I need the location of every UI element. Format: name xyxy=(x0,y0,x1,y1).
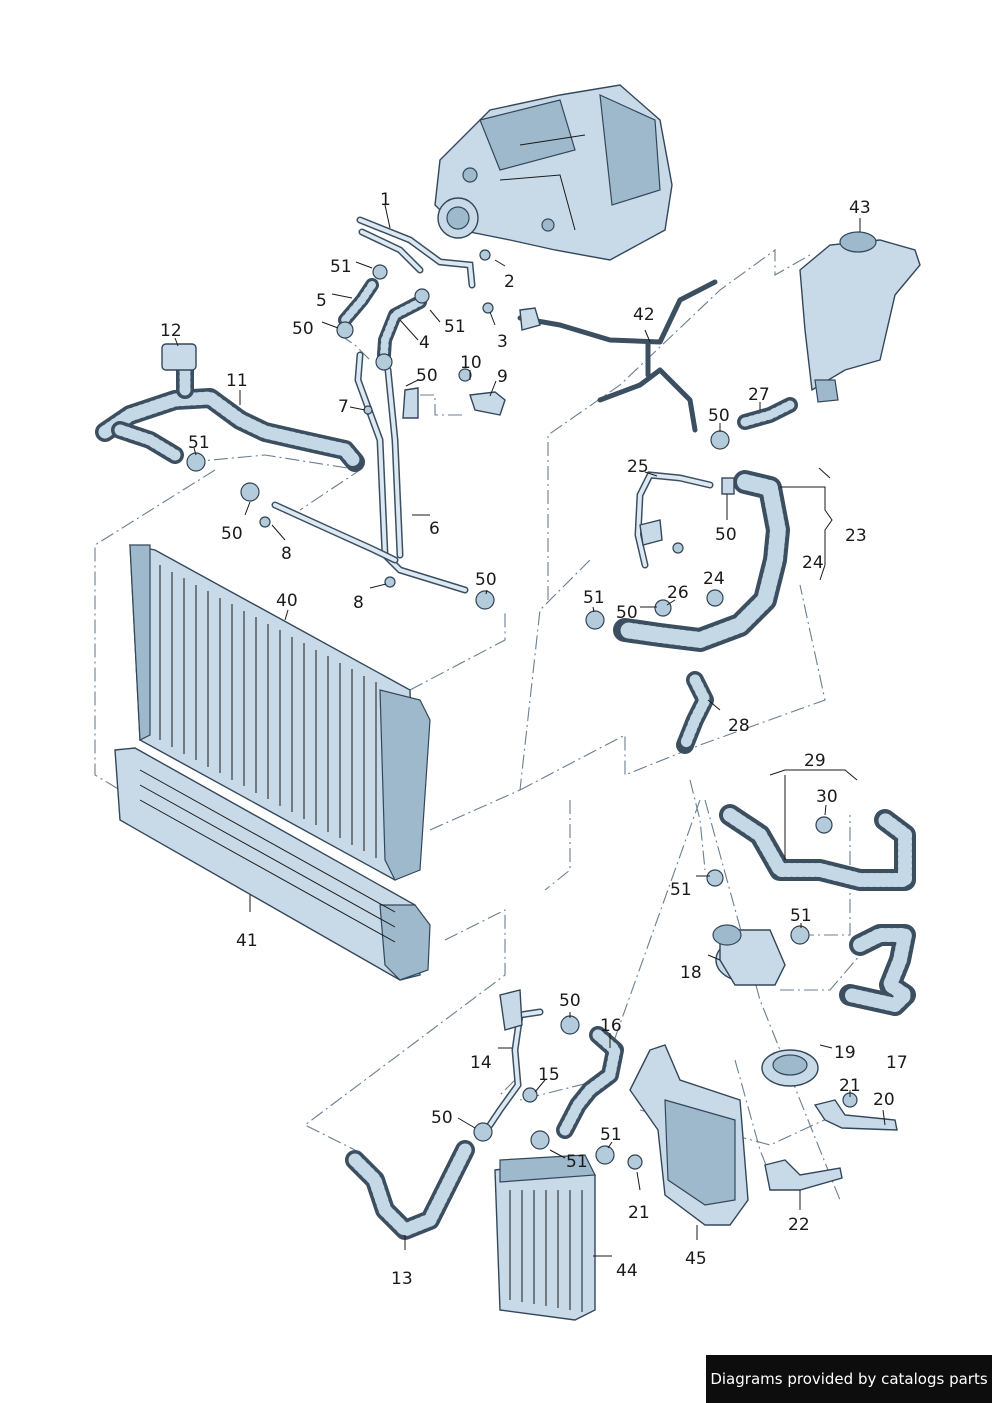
coolant-hose-27 xyxy=(737,397,798,430)
label-part-8-upper: 8 xyxy=(281,544,292,564)
expansion-tank-43 xyxy=(799,231,921,403)
label-part-29: 29 xyxy=(804,751,826,771)
label-part-50: 50 xyxy=(708,406,730,426)
label-part-50: 50 xyxy=(416,366,438,386)
radiator-40 xyxy=(129,544,431,881)
label-part-51: 51 xyxy=(188,433,210,453)
label-part-51: 51 xyxy=(600,1125,622,1145)
label-part-51: 51 xyxy=(583,588,605,608)
coolant-hose-16 xyxy=(556,1026,624,1139)
coolant-pump-18 xyxy=(712,924,786,986)
label-part-11: 11 xyxy=(226,371,248,391)
label-part-41: 41 xyxy=(236,931,258,951)
label-part-14: 14 xyxy=(470,1053,492,1073)
label-part-26: 26 xyxy=(667,583,689,603)
coolant-pipe-1 xyxy=(356,216,476,289)
label-part-30: 30 xyxy=(816,787,838,807)
label-part-3: 3 xyxy=(497,332,508,352)
label-part-2: 2 xyxy=(504,272,515,292)
label-part-17: 17 xyxy=(886,1053,908,1073)
label-part-40: 40 xyxy=(276,591,298,611)
label-part-12: 12 xyxy=(160,321,182,341)
coolant-line-42 xyxy=(517,279,718,433)
label-part-51: 51 xyxy=(444,317,466,337)
coolant-hose-17 xyxy=(839,924,916,1016)
supercharger-housing xyxy=(434,84,673,261)
coolant-pipe-25 xyxy=(634,471,714,569)
label-part-51: 51 xyxy=(566,1152,588,1172)
label-part-20: 20 xyxy=(873,1090,895,1110)
label-part-43: 43 xyxy=(849,198,871,218)
label-part-28: 28 xyxy=(728,716,750,736)
label-part-18: 18 xyxy=(680,963,702,983)
label-part-45: 45 xyxy=(685,1249,707,1269)
label-part-21-upper: 21 xyxy=(839,1076,861,1096)
radiator-fins xyxy=(159,565,377,858)
label-part-8-lower: 8 xyxy=(353,593,364,613)
credit-banner: Diagrams provided by catalogs parts xyxy=(706,1355,992,1403)
coolant-pipe-6 xyxy=(354,351,469,594)
label-part-22: 22 xyxy=(788,1215,810,1235)
hose-clamps xyxy=(186,249,858,1170)
label-part-19: 19 xyxy=(834,1043,856,1063)
grommet-19 xyxy=(761,1049,819,1087)
label-part-51: 51 xyxy=(670,880,692,900)
label-part-51: 51 xyxy=(790,906,812,926)
label-part-1: 1 xyxy=(380,190,391,210)
coolant-hose-24 xyxy=(613,470,790,652)
label-part-13: 13 xyxy=(391,1269,413,1289)
coolant-hose-28 xyxy=(676,671,714,754)
label-part-50: 50 xyxy=(559,991,581,1011)
label-part-6: 6 xyxy=(429,519,440,539)
coolant-pipe-8 xyxy=(271,501,399,564)
small-hoses xyxy=(338,278,427,362)
label-part-50: 50 xyxy=(221,524,243,544)
label-part-24-left: 24 xyxy=(703,569,725,589)
label-part-50: 50 xyxy=(715,525,737,545)
label-part-42: 42 xyxy=(633,305,655,325)
label-part-25: 25 xyxy=(627,457,649,477)
label-part-4: 4 xyxy=(419,333,430,353)
label-part-27: 27 xyxy=(748,385,770,405)
label-part-24-right: 24 xyxy=(802,553,824,573)
label-part-16: 16 xyxy=(600,1016,622,1036)
label-leader-lines xyxy=(174,204,886,1257)
label-part-50: 50 xyxy=(292,319,314,339)
bracket-45 xyxy=(629,1044,749,1226)
label-part-10: 10 xyxy=(460,353,482,373)
label-part-44: 44 xyxy=(616,1261,638,1281)
coolant-pipe-14 xyxy=(486,989,544,1129)
label-part-50: 50 xyxy=(475,570,497,590)
label-part-7: 7 xyxy=(338,397,349,417)
label-part-51: 51 xyxy=(330,257,352,277)
bracket-22 xyxy=(764,1159,843,1191)
label-part-23: 23 xyxy=(845,526,867,546)
label-part-21-lower: 21 xyxy=(628,1203,650,1223)
intercooler-41 xyxy=(114,747,431,981)
part-callout-labels: 1 2 3 4 5 6 7 8 8 9 10 11 12 13 14 15 16… xyxy=(160,190,908,1289)
credit-text: Diagrams provided by catalogs parts xyxy=(710,1370,988,1388)
coolant-hose-29 xyxy=(719,804,916,891)
label-part-50: 50 xyxy=(616,603,638,623)
bracket-20 xyxy=(813,1099,898,1131)
auxiliary-radiator-44 xyxy=(494,1154,596,1321)
coolant-hose-11 xyxy=(95,343,365,472)
label-part-15: 15 xyxy=(538,1065,560,1085)
label-part-9: 9 xyxy=(497,367,508,387)
label-part-5: 5 xyxy=(316,291,327,311)
coolant-hose-13 xyxy=(345,1140,475,1240)
label-part-50: 50 xyxy=(431,1108,453,1128)
